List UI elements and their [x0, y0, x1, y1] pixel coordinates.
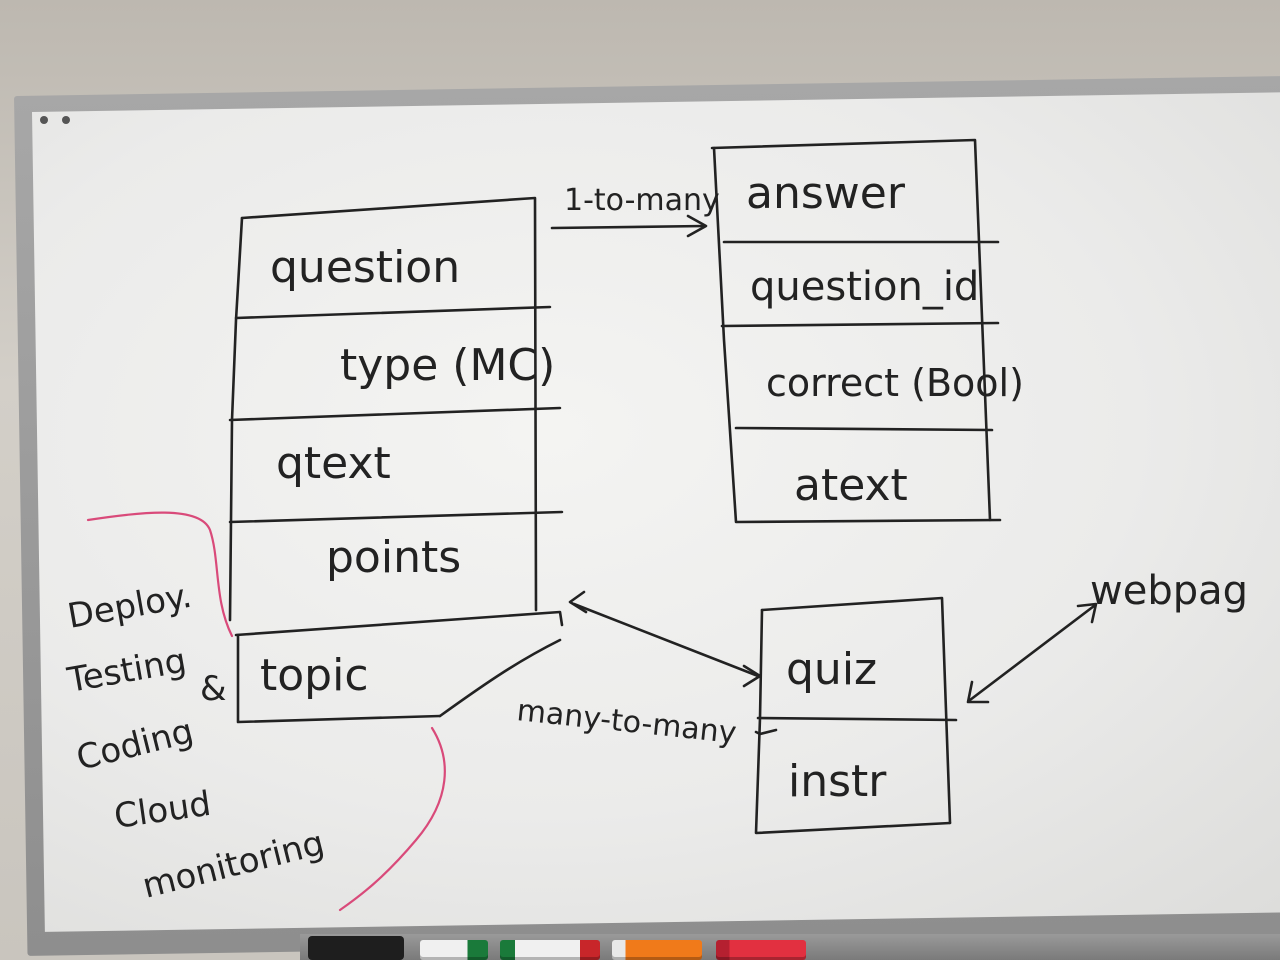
answer-title: answer [746, 168, 906, 219]
topic-box-link [438, 638, 562, 718]
topic-note-cloud: Cloud [112, 784, 214, 837]
answer-field-atext: atext [794, 460, 908, 511]
pink-bracket-top [86, 511, 234, 638]
question-row-divider [234, 305, 552, 320]
topic-note-deploy: Deploy. [65, 576, 195, 637]
question-title: question [270, 242, 460, 293]
quiz-field-instr: instr [788, 756, 887, 807]
question-row-divider [228, 406, 562, 422]
arrow-head-icon [742, 664, 762, 688]
quiz-table-border [754, 608, 952, 835]
question-row-divider [234, 610, 564, 637]
answer-row-divider [734, 426, 994, 432]
quiz-title: quiz [786, 644, 877, 695]
topic-note-testing: Testing [64, 641, 190, 701]
question-table-border [240, 196, 538, 612]
red-marker[interactable] [716, 940, 806, 960]
webpage-arrow [968, 604, 1096, 702]
eraser[interactable] [308, 936, 404, 960]
question-table-left-border [228, 216, 244, 622]
one-to-many-label: 1-to-many [564, 183, 720, 218]
quiz-row-divider [756, 716, 958, 722]
arrow-head-icon [966, 680, 990, 704]
question-field-type: type (MC) [340, 340, 555, 391]
green-marker[interactable] [420, 940, 488, 960]
question-field-points: points [326, 532, 461, 583]
many-to-many-arrow [572, 602, 760, 678]
answer-table-border [712, 146, 1002, 524]
many-to-many-label: many-to-many [515, 693, 738, 751]
red-marker[interactable] [500, 940, 600, 960]
arrow-head-icon [686, 214, 708, 238]
question-field-qtext: qtext [276, 438, 391, 489]
topic-note-coding: Coding [73, 711, 198, 779]
answer-row-divider [720, 321, 1000, 328]
orange-marker[interactable] [612, 940, 702, 960]
screw-icon [40, 116, 48, 124]
arrow-head-icon [568, 590, 588, 614]
screw-icon [62, 116, 70, 124]
question-row-divider [228, 510, 564, 524]
topic-note-ampersand: & [200, 669, 227, 709]
pink-bracket-bottom [338, 726, 446, 912]
topic-box-border [236, 633, 442, 724]
quiz-table-border [760, 596, 952, 825]
topic-note-monitoring: monitoring [139, 823, 329, 907]
answer-field-question-id: question_id [750, 264, 979, 310]
webpage-label: webpag [1090, 568, 1248, 614]
answer-field-correct: correct (Bool) [766, 361, 1024, 405]
arrow-head-icon [754, 728, 778, 736]
arrow-head-icon [1076, 602, 1098, 624]
one-to-many-arrow [550, 224, 706, 230]
question-field-topic: topic [260, 650, 369, 701]
answer-table-border [710, 138, 992, 522]
